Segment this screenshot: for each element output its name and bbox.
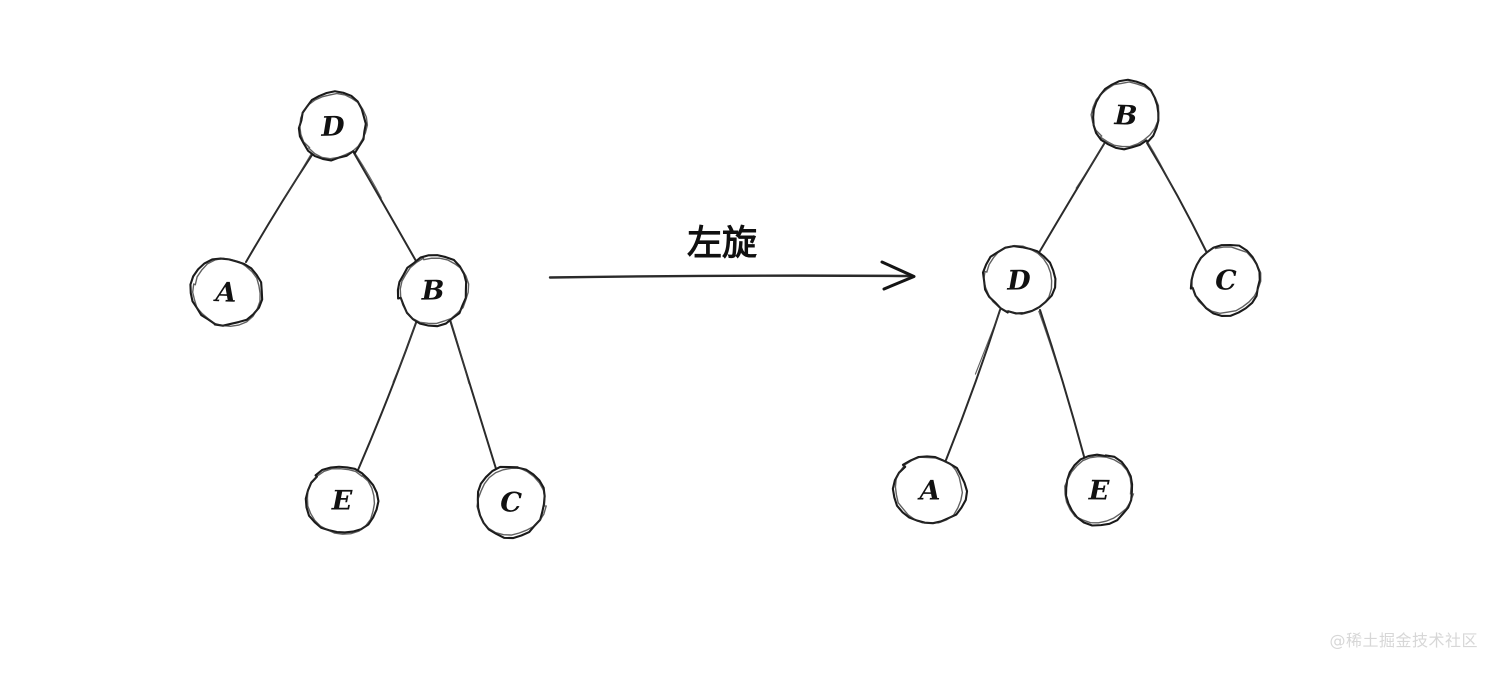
- node-circle: [1064, 453, 1134, 527]
- right-tree-edge-R-D-R-E: [1038, 309, 1086, 461]
- node-circle-ghost: [399, 257, 470, 325]
- edge-stroke: [357, 319, 418, 471]
- node-circle-ghost: [1090, 81, 1160, 148]
- edge-stroke-ghost: [1075, 141, 1106, 189]
- rotation-indicator: 左旋: [548, 224, 916, 291]
- node-circle-ghost: [894, 456, 964, 524]
- left-tree-edge-L-B-L-E: [357, 319, 418, 471]
- left-tree-edge-L-D-L-B: [353, 152, 417, 262]
- arrow-shaft: [548, 274, 914, 279]
- right-tree-node-e[interactable]: E: [1064, 453, 1135, 527]
- edge-stroke: [1039, 309, 1086, 461]
- node-circle: [396, 254, 468, 328]
- node-circle-ghost: [983, 244, 1053, 315]
- edge-stroke-ghost: [1038, 310, 1060, 373]
- node-label: C: [1215, 265, 1237, 296]
- right-tree-edge-R-D-R-A: [945, 309, 1001, 461]
- node-circle-ghost: [1191, 246, 1262, 315]
- node-circle: [297, 90, 367, 162]
- node-circle-ghost: [299, 92, 369, 160]
- node-label: E: [331, 485, 353, 516]
- node-label: A: [916, 475, 940, 506]
- node-label: B: [420, 275, 444, 306]
- node-circle-ghost: [191, 257, 261, 328]
- edge-stroke: [1146, 142, 1207, 252]
- node-label: B: [1113, 100, 1138, 132]
- node-circle-ghost: [306, 468, 376, 535]
- node-circle-ghost: [1064, 455, 1135, 524]
- right-tree-nodes: B D C A E: [891, 78, 1262, 527]
- left-tree-node-a[interactable]: A: [189, 257, 264, 328]
- node-label: D: [320, 111, 346, 143]
- edge-stroke-ghost: [392, 320, 417, 383]
- left-tree-edges: [245, 152, 498, 473]
- edge-stroke-ghost: [283, 153, 312, 199]
- node-label: E: [1088, 475, 1110, 506]
- right-tree-node-a[interactable]: A: [891, 455, 969, 525]
- edge-stroke-ghost: [974, 311, 1001, 375]
- right-tree-edge-R-B-R-D: [1039, 141, 1106, 252]
- left-tree-edge-L-B-L-C: [449, 319, 498, 473]
- arrow-head-icon: [880, 260, 916, 291]
- right-tree-edge-R-B-R-C: [1146, 141, 1207, 252]
- watermark-text: @稀土掘金技术社区: [1329, 631, 1478, 650]
- edge-stroke-ghost: [354, 153, 382, 199]
- right-tree-after-rotation: B D C A E: [891, 78, 1262, 527]
- edge-stroke: [245, 154, 313, 263]
- right-tree-node-c[interactable]: C: [1189, 243, 1262, 317]
- left-tree-edge-L-D-L-A: [245, 153, 313, 263]
- edge-stroke: [353, 152, 417, 262]
- node-label: A: [212, 277, 237, 309]
- edge-stroke-ghost: [1146, 141, 1173, 188]
- left-tree-node-d[interactable]: D: [297, 90, 369, 162]
- rotation-arrow: [548, 260, 916, 291]
- right-tree-node-d[interactable]: D: [981, 244, 1057, 315]
- left-tree-node-b[interactable]: B: [396, 254, 470, 328]
- left-tree-before-rotation: D A B E C: [189, 90, 548, 540]
- left-tree-node-e[interactable]: E: [304, 465, 380, 535]
- node-label: C: [500, 487, 523, 519]
- edge-stroke: [449, 319, 498, 473]
- left-tree-nodes: D A B E C: [189, 90, 548, 540]
- left-tree-node-c[interactable]: C: [476, 465, 548, 540]
- right-tree-edges: [945, 141, 1207, 461]
- right-tree-node-b[interactable]: B: [1090, 78, 1160, 151]
- rotation-operation-label: 左旋: [687, 224, 757, 264]
- node-label: D: [1006, 265, 1031, 296]
- node-circle-ghost: [476, 467, 548, 536]
- edge-stroke-ghost: [450, 320, 470, 385]
